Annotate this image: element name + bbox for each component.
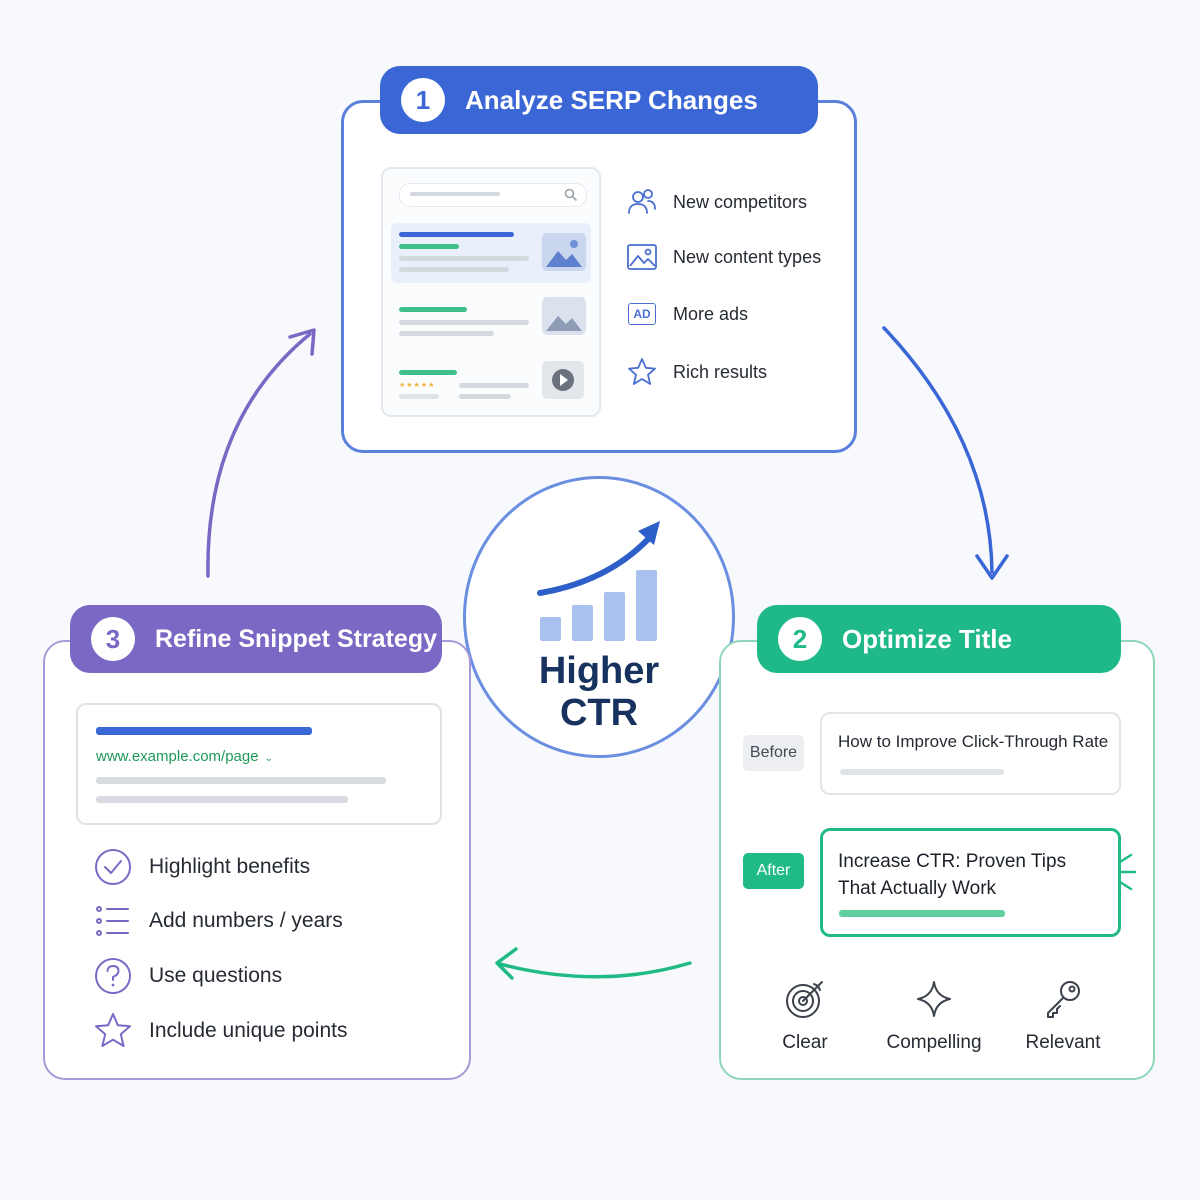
snippet-item-add-numbers: Add numbers / years — [93, 901, 343, 941]
after-title-box: Increase CTR: Proven Tips That Actually … — [820, 828, 1121, 937]
arrow-2-to-3 — [498, 961, 692, 979]
snippet-url: www.example.com/page⌄ — [96, 748, 273, 765]
step-1-title: Analyze SERP Changes — [465, 84, 758, 115]
serp-result-2 — [391, 293, 591, 348]
higher-ctr-label: Higher CTR — [463, 650, 735, 734]
ad-icon: AD — [626, 298, 658, 330]
image-thumbnail-icon — [542, 233, 586, 271]
target-icon — [786, 981, 823, 1018]
serp-result-highlighted — [391, 223, 591, 283]
quality-relevant: Relevant — [1013, 978, 1113, 1054]
image-icon — [626, 241, 658, 273]
center-line-1: Higher — [538, 650, 660, 692]
key-icon — [1047, 981, 1080, 1018]
serp-result-3: ★★★★★ — [391, 355, 591, 410]
before-title-box: How to Improve Click-Through Rate — [820, 712, 1121, 795]
serp-item-label: New competitors — [673, 191, 808, 212]
serp-illustration: ★★★★★ — [381, 167, 601, 417]
users-icon — [626, 186, 658, 218]
snippet-item-highlight-benefits: Highlight benefits — [93, 847, 310, 887]
serp-item-more-ads: AD More ads — [626, 296, 748, 332]
step-2-number: 2 — [778, 617, 822, 661]
snippet-item-use-questions: Use questions — [93, 956, 282, 996]
growth-chart-icon — [537, 521, 660, 641]
arrow-1-to-2 — [882, 326, 994, 574]
quality-compelling: Compelling — [874, 978, 994, 1054]
serp-item-new-competitors: New competitors — [626, 184, 807, 220]
center-line-2: CTR — [559, 692, 639, 734]
star-icon — [626, 356, 658, 388]
serp-item-new-content-types: New content types — [626, 239, 821, 275]
step-3-header: 3 Refine Snippet Strategy — [70, 605, 442, 673]
serp-item-label: More ads — [673, 303, 749, 324]
step-3-number: 3 — [91, 617, 135, 661]
list-icon — [93, 901, 133, 941]
step-2-title: Optimize Title — [842, 623, 1012, 654]
higher-ctr-circle — [463, 476, 735, 758]
search-icon — [564, 188, 577, 201]
after-badge: After — [743, 853, 804, 889]
video-thumbnail-icon — [542, 361, 584, 399]
serp-item-label: New content types — [673, 246, 822, 267]
before-badge: Before — [743, 735, 804, 771]
serp-item-label: Rich results — [673, 361, 768, 382]
quality-clear: Clear — [760, 978, 850, 1054]
step-3-title: Refine Snippet Strategy — [155, 624, 437, 653]
snippet-preview: www.example.com/page⌄ — [76, 703, 442, 825]
image-thumbnail-icon — [542, 297, 586, 335]
question-icon — [93, 956, 133, 996]
arrow-3-to-1 — [206, 332, 312, 578]
chevron-down-icon: ⌄ — [264, 753, 273, 764]
step-1-number: 1 — [401, 78, 445, 122]
before-title-text: How to Improve Click-Through Rate — [838, 732, 1109, 751]
step-1-header: 1 Analyze SERP Changes — [380, 66, 818, 134]
rating-stars-icon: ★★★★★ — [399, 382, 436, 389]
serp-item-rich-results: Rich results — [626, 354, 767, 390]
highlight-spark-icon — [1118, 853, 1137, 891]
step-2-header: 2 Optimize Title — [757, 605, 1121, 673]
check-circle-icon — [93, 847, 133, 887]
sparkle-icon — [917, 981, 951, 1017]
star-icon — [93, 1011, 133, 1051]
snippet-item-unique-points: Include unique points — [93, 1011, 348, 1051]
serp-search-bar — [399, 183, 587, 207]
after-title-text: Increase CTR: Proven Tips That Actually … — [838, 851, 1067, 899]
